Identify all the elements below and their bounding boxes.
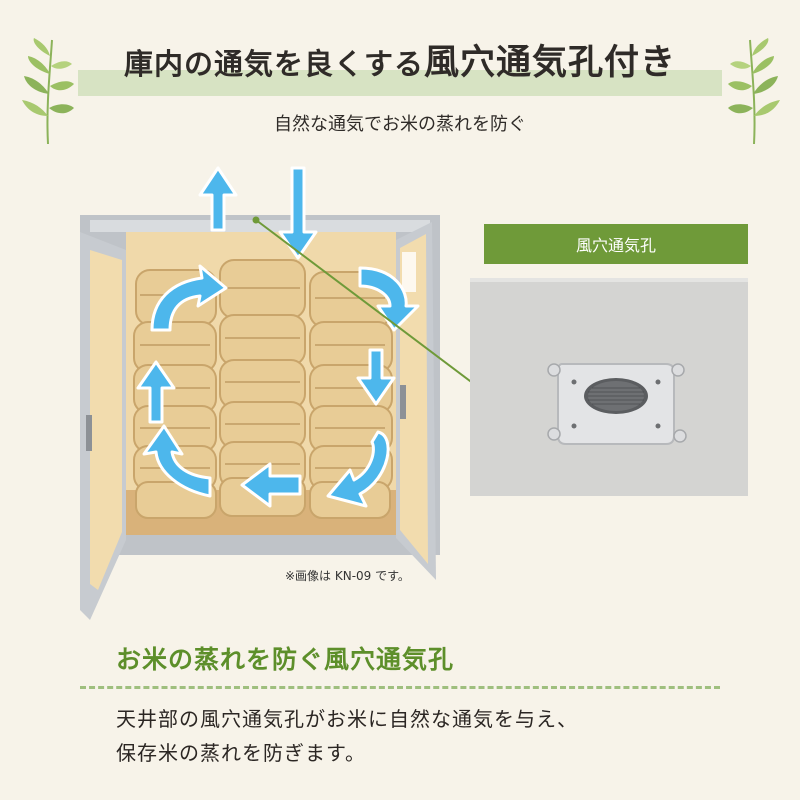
leaf-right-icon [728,38,780,145]
section-divider [80,686,720,689]
section-title: お米の蒸れを防ぐ風穴通気孔 [116,645,455,674]
section-body-line-2: 保存米の蒸れを防ぎます。 [116,741,366,765]
leaf-left-icon [22,38,74,145]
vent-label: 風穴通気孔 [484,224,748,264]
headline-main: 庫内の通気を良くする [123,47,424,81]
headline-emphasis: 風穴通気孔付き [424,42,677,83]
headline-highlight-band [78,70,722,96]
page-headline: 庫内の通気を良くする風穴通気孔付き [0,34,800,85]
page-subtitle: 自然な通気でお米の蒸れを防ぐ [274,114,526,135]
image-caption: ※画像は KN-09 です。 [285,569,410,583]
vent-detail-photo [470,278,748,496]
section-body: 天井部の風穴通気孔がお米に自然な通気を与え、 保存米の蒸れを防ぎます。 [116,702,756,770]
section-body-line-1: 天井部の風穴通気孔がお米に自然な通気を与え、 [116,707,578,731]
